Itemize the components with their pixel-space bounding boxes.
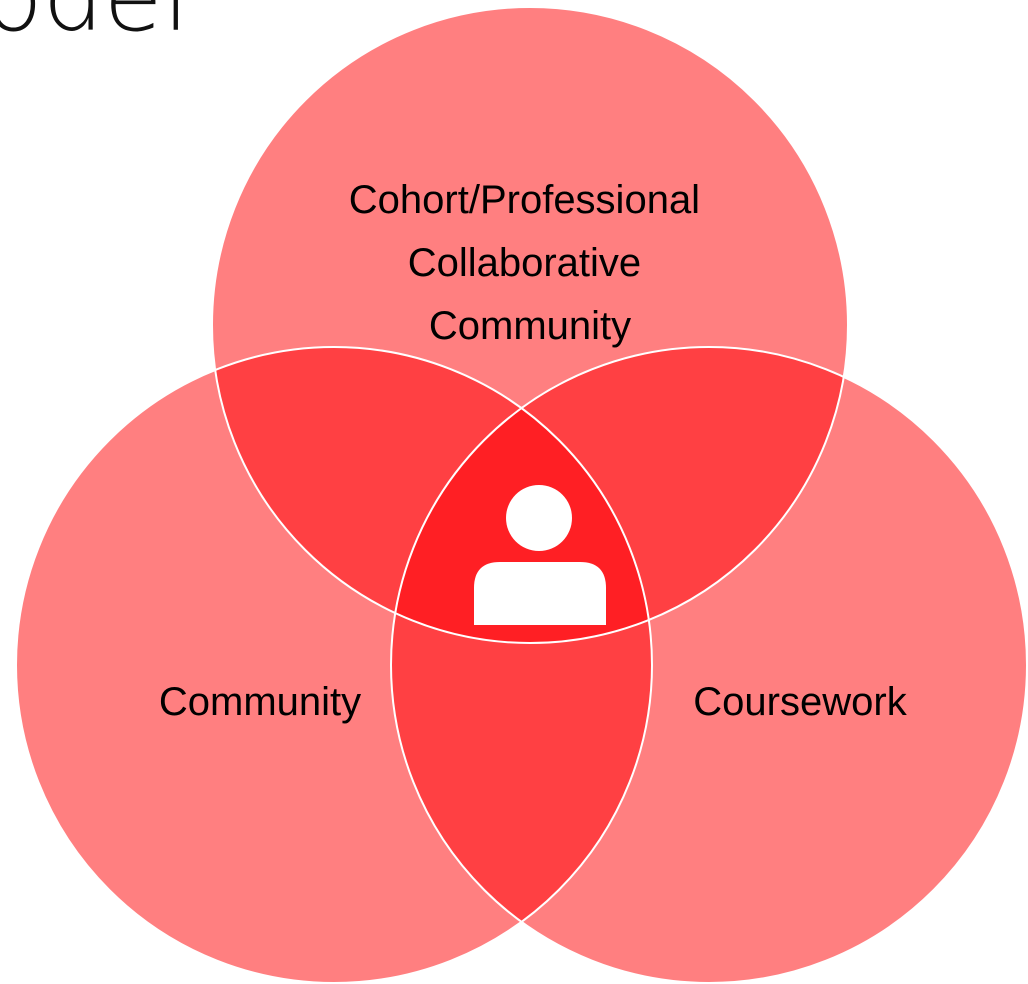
circle-label-left: Community bbox=[159, 680, 361, 724]
venn-outlines bbox=[15, 6, 1028, 984]
slide-title-fragment: odel bbox=[0, 0, 189, 53]
person-icon bbox=[474, 485, 606, 625]
circle-label-top-line-1: Cohort/Professional bbox=[349, 178, 700, 222]
circle-label-top-line-3: Community bbox=[429, 304, 631, 348]
circle-label-top-line-2: Collaborative bbox=[408, 241, 641, 285]
circle-label-right: Coursework bbox=[693, 680, 907, 724]
circle-label-top: Cohort/Professional Collaborative Commun… bbox=[349, 178, 711, 348]
